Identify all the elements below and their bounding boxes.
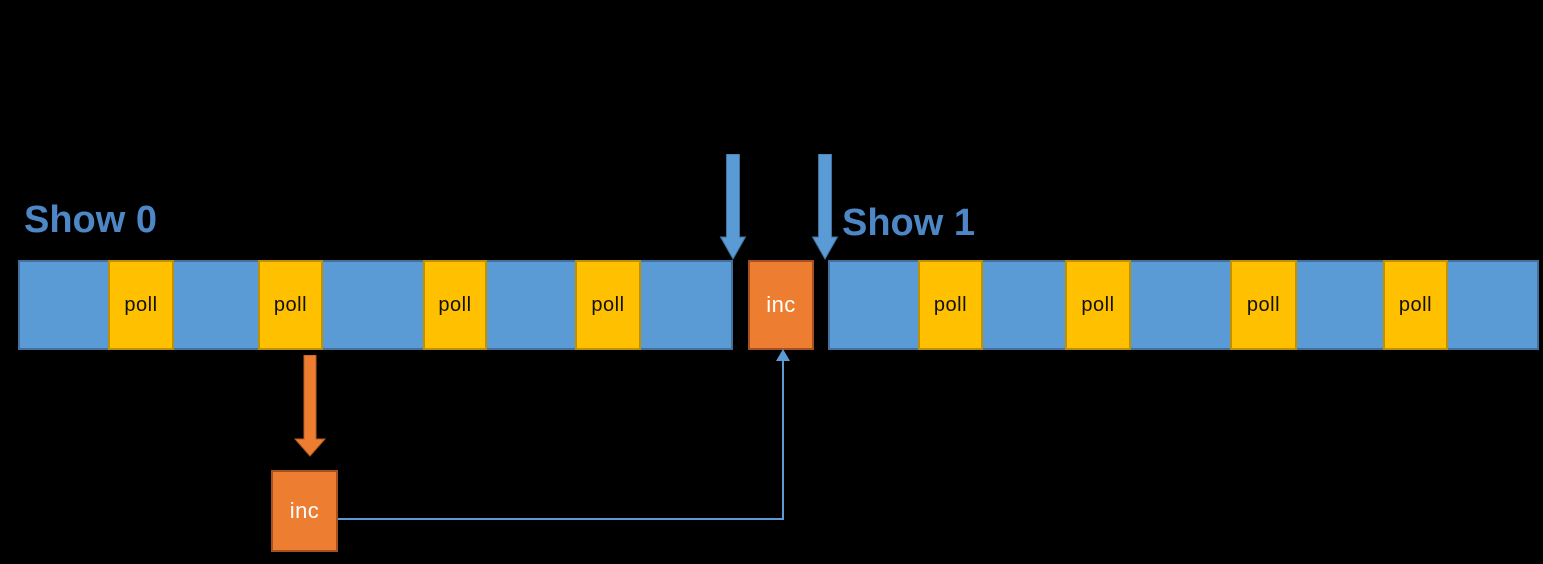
poll-block: poll: [1230, 260, 1297, 350]
boundary-down-arrow-right-icon: [811, 154, 839, 260]
boundary-down-arrow-left-icon: [719, 154, 747, 260]
poll-block-label: poll: [1246, 293, 1281, 316]
inc-detached-block: inc: [271, 470, 338, 552]
show1-label: Show 1: [842, 202, 976, 244]
inc-connector-horizontal-line: [338, 518, 783, 520]
inc-connector-vertical-line: [782, 360, 784, 520]
inc-bar-block: inc: [748, 260, 814, 350]
show0-label: Show 0: [24, 199, 158, 241]
poll-block: poll: [1383, 260, 1448, 350]
inc-bar-block-label: inc: [766, 292, 796, 317]
poll-block: poll: [1065, 260, 1131, 350]
inc-detached-block-label: inc: [289, 498, 320, 523]
poll-block-label: poll: [933, 293, 968, 316]
poll-block-label: poll: [124, 293, 158, 316]
poll-block-label: poll: [591, 293, 625, 316]
poll-block-label: poll: [1398, 293, 1433, 316]
poll-block-label: poll: [1081, 293, 1115, 316]
poll-block: poll: [423, 260, 487, 350]
poll-block-label: poll: [438, 293, 472, 316]
inc-connector-up-arrowhead-icon: [776, 349, 790, 361]
poll-block-label: poll: [273, 293, 308, 316]
poll-block: poll: [918, 260, 983, 350]
poll-block: poll: [108, 260, 174, 350]
poll-block: poll: [575, 260, 641, 350]
poll-block: poll: [258, 260, 323, 350]
poll-to-inc-arrow-icon: [293, 355, 327, 457]
